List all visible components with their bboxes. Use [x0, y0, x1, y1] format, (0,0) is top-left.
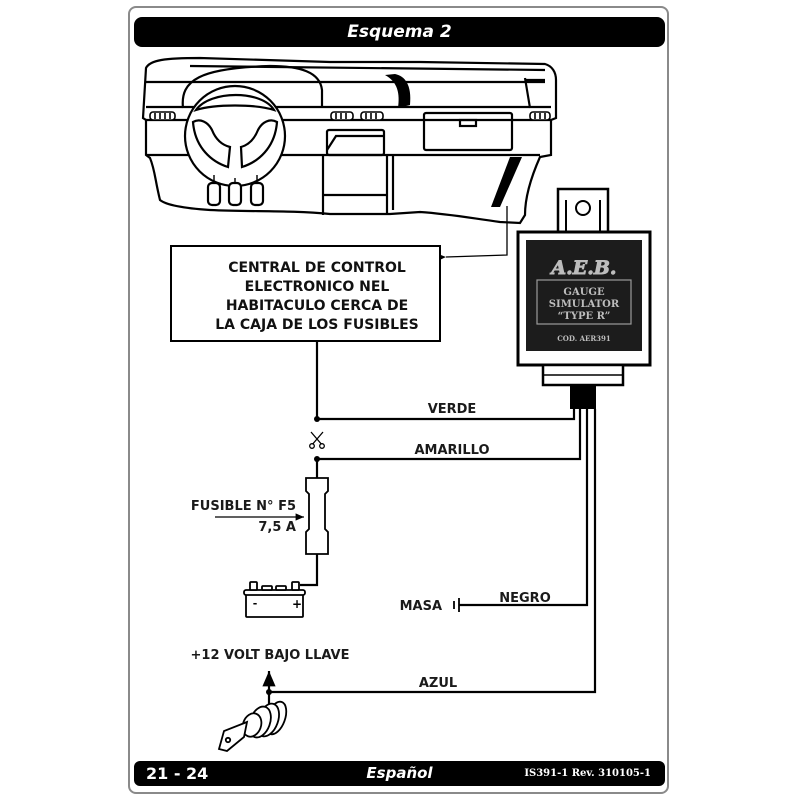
ignition-key-icon — [217, 700, 288, 752]
device-name-line-3: “TYPE R” — [558, 311, 611, 322]
wire-label-verde: VERDE — [428, 402, 477, 417]
dashboard-shade — [385, 74, 411, 108]
page-range: 21 - 24 — [146, 764, 209, 783]
device-brand: A.E.B. — [549, 257, 616, 279]
wire-azul — [269, 409, 597, 694]
battery-plus: + — [292, 597, 302, 611]
device-name-line-2: SIMULATOR — [549, 299, 620, 310]
ground-symbol-icon — [453, 598, 460, 612]
scissors-cut-icon — [309, 431, 325, 449]
battery-minus: - — [253, 597, 258, 610]
revision-code: IS391-1 Rev. 310105-1 — [524, 768, 651, 779]
wire-fuse-battery — [300, 554, 319, 587]
battery-icon — [243, 581, 306, 618]
page-footer: 21 - 24 Español IS391-1 Rev. 310105-1 — [134, 761, 665, 786]
device-label-face — [526, 240, 642, 351]
location-arrow — [436, 206, 508, 262]
steering-wheel-icon — [183, 84, 287, 207]
control-box-line-4: LA CAJA DE LOS FUSIBLES — [215, 317, 418, 333]
device-code: COD. AER391 — [557, 334, 611, 343]
mounting-hole-icon — [575, 200, 591, 216]
fuse-icon — [305, 477, 329, 555]
control-box-line-3: HABITACULO CERCA DE — [226, 298, 408, 314]
junction-dot — [266, 689, 272, 695]
wire-verde — [317, 409, 576, 421]
fuse-box-location-marker — [491, 157, 522, 207]
wire-label-negro: NEGRO — [499, 591, 551, 606]
control-box-line-1: CENTRAL DE CONTROL — [228, 260, 406, 276]
junction-dot — [314, 456, 320, 462]
fuse-label: FUSIBLE N° F5 — [191, 499, 296, 514]
wire-negro — [459, 409, 589, 607]
fuse-rating: 7,5 A — [258, 520, 296, 535]
device-name-line-1: GAUGE — [563, 287, 605, 298]
device-connector — [570, 385, 596, 409]
wire-label-azul: AZUL — [419, 676, 457, 691]
gauge-simulator-device: A.E.B. GAUGE SIMULATOR “TYPE R” COD. AER… — [516, 187, 652, 409]
junction-dot — [314, 416, 320, 422]
control-box-line-2: ELECTRONICO NEL — [245, 279, 390, 295]
page-title: Esquema 2 — [134, 17, 665, 47]
wire-label-amarillo: AMARILLO — [414, 443, 489, 458]
ground-label: MASA — [400, 599, 442, 614]
language-label: Español — [366, 764, 433, 782]
wire-amarillo — [317, 409, 582, 461]
air-vents — [149, 111, 551, 121]
wires — [262, 341, 597, 704]
ignition-label: +12 VOLT BAJO LLAVE — [191, 648, 350, 663]
control-unit-location-box — [170, 245, 441, 342]
